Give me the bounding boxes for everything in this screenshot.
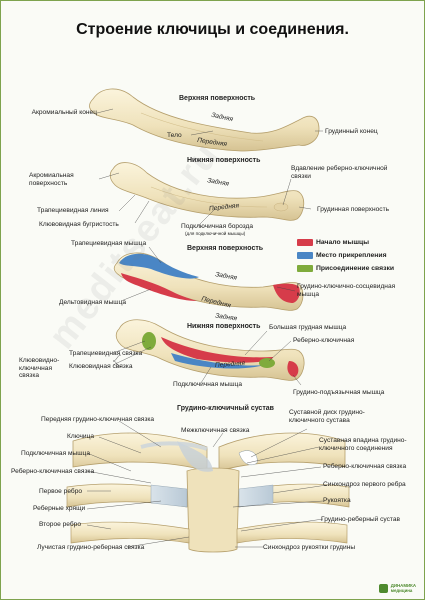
label-articular-cavity: Суставная впадина грудино-ключичного сое… (319, 437, 407, 452)
label-second-rib: Второе ребро (39, 521, 81, 528)
legend-label: Начало мышцы (316, 239, 369, 246)
section2-heading: Нижняя поверхность (187, 157, 261, 164)
label-coracoclavicular-lig: Клювовидно-ключичная связка (19, 357, 60, 380)
legend-label: Присоединение связки (316, 265, 395, 272)
legend: Начало мышцы Место прикрепления Присоеди… (297, 237, 394, 276)
label-acromial-end: Акромиальный конец (31, 109, 97, 116)
label-sternocostal-joint: Грудино-реберный сустав (321, 516, 401, 523)
trapezius-attachment (119, 253, 199, 279)
logo-line2: медицина (390, 588, 413, 593)
clavicle-top-view (89, 88, 320, 152)
label-manubrium: Рукоятка (323, 497, 351, 504)
subclavius-attachment (171, 353, 265, 369)
label-costal-cartilages: Реберные хрящи (33, 505, 86, 512)
label-sternohyoid: Грудино-подъязычная мышца (293, 389, 385, 396)
label-sternal-end: Грудинный конец (325, 128, 378, 135)
label-clavicle: Ключица (67, 433, 95, 440)
legend-item-attachment: Место прикрепления (297, 250, 394, 261)
label-pectoralis-major: Большая грудная мышца (269, 324, 347, 331)
label-articular-disc: Суставной диск грудино-ключичного сустав… (289, 409, 365, 424)
label-trapezoid-line: Трапециевидная линия (37, 207, 109, 214)
scm-origin (273, 283, 300, 303)
label-acromial-surface: Акромиальная поверхность (29, 172, 74, 187)
label-sternocleidomastoid: Грудино-ключично-сосцевидная мышца (297, 283, 396, 298)
label-body: Тело (167, 132, 182, 139)
section5-heading: Грудино-ключичный сустав (177, 405, 274, 412)
page-title: Строение ключицы и соединения. (76, 21, 349, 38)
label-subclavius-muscle: Подключичная мышца (173, 381, 242, 388)
label-radiate-ligament: Лучистая грудино-реберная связка (37, 544, 145, 551)
label-deltoid: Дельтовидная мышца (59, 299, 127, 306)
coracoclavicular-attachment (142, 332, 156, 350)
label-synchondrosis-manubrium: Синхондроз рукоятки грудины (263, 544, 356, 551)
logo-icon (378, 583, 388, 593)
label-subclavius-joint: Подключичная мышца (21, 450, 90, 457)
label-costoclavicular-ligament: Реберно-ключичная связка (323, 463, 407, 470)
label-trapezius: Трапециевидная мышца (71, 240, 147, 247)
legend-item-muscle-origin: Начало мышцы (297, 237, 394, 248)
label-costoclavicular-impression: Вдавление реберно-ключичной связки (291, 165, 388, 180)
label-synchondrosis-first-rib: Синхондроз первого ребра (323, 481, 406, 488)
label-anterior-sternoclavicular: Передняя грудино-ключичная связка (41, 416, 155, 423)
label-first-rib: Первое ребро (39, 488, 83, 495)
label-interclavicular: Межключичная связка (181, 427, 250, 434)
label-conoid-tubercle: Клювовидная бугристость (39, 221, 119, 228)
clavicle-bottom-muscles (115, 319, 305, 381)
label-costoclavicular-left: Реберно-ключичная связка (11, 468, 95, 475)
label-subclavian-groove-note: (для подключичной мышцы) (185, 231, 246, 236)
pectoralis-origin (161, 337, 273, 363)
publisher-logo: ДИНАМИКА медицина (378, 583, 416, 593)
label-conoid-ligament: Клювовидная связка (69, 363, 133, 370)
sternohyoid-origin (287, 361, 299, 377)
label-costoclavicular: Реберно-ключичная (293, 337, 355, 344)
logo-line1: ДИНАМИКА (390, 583, 416, 588)
section1-heading: Верхняя поверхность (179, 95, 256, 102)
costoclavicular-attachment (259, 358, 275, 368)
legend-swatch-red (297, 239, 313, 246)
legend-item-ligament: Присоединение связки (297, 263, 394, 274)
legend-swatch-blue (297, 252, 313, 259)
label-trapezoid-ligament: Трапециевидная связка (69, 350, 143, 357)
legend-label: Место прикрепления (316, 252, 387, 259)
legend-swatch-green (297, 265, 313, 272)
label-subclavian-groove: Подключичная борозда (181, 223, 254, 230)
deltoid-origin (121, 273, 197, 301)
label-sternal-surface: Грудинная поверхность (317, 206, 390, 213)
clavicle-bottom-view (109, 162, 305, 221)
section4-heading: Нижняя поверхность (187, 323, 261, 330)
section3-heading: Верхняя поверхность (187, 245, 264, 252)
sternoclavicular-joint-art (66, 432, 350, 553)
